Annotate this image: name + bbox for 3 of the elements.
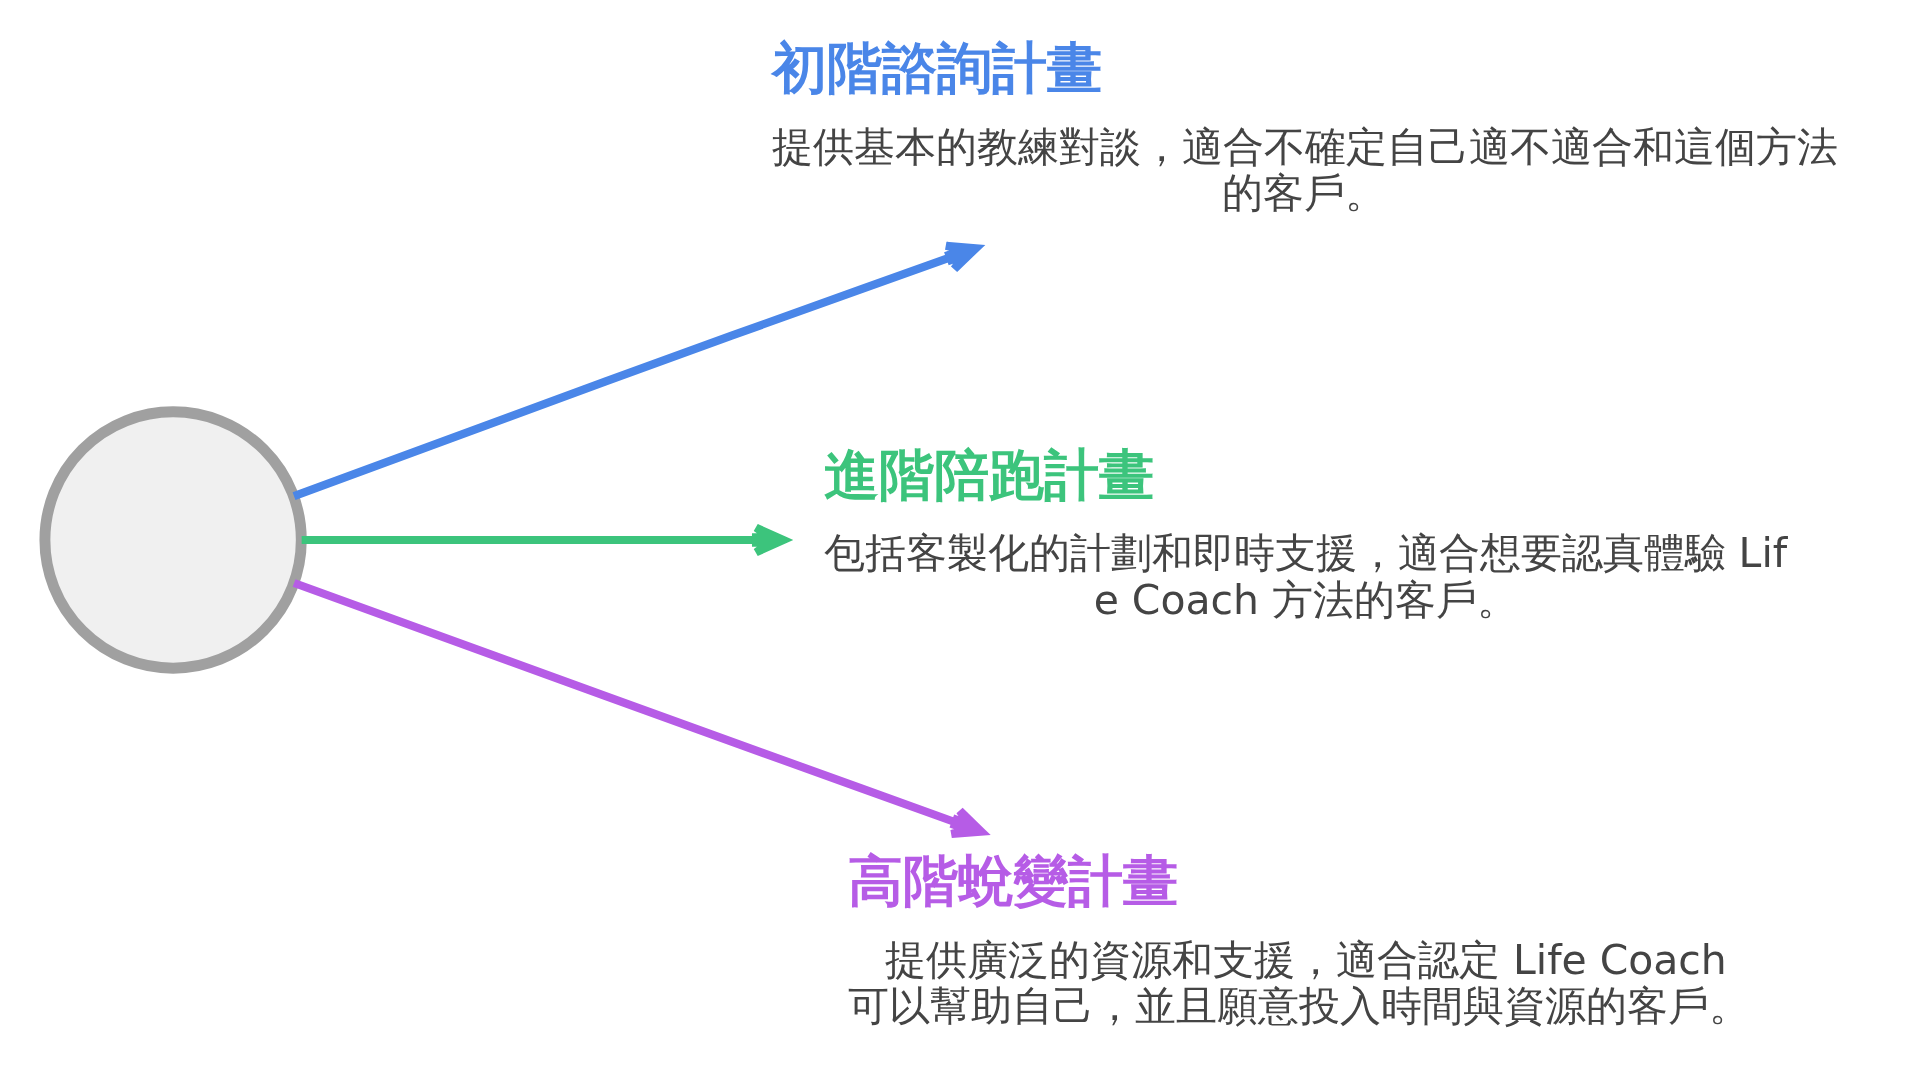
node-text: 進階陪跑計畫 包括客製化的計劃和即時支援，適合想要認真體驗 Life Coach 方法的客戶。 [823,442,1788,624]
node-text: 初階諮詢計畫 提供基本的教練對談，適合不確定自己適不適合和這個方法的客戶。 [771,36,1838,218]
node-text: 高階蛻變計畫 提供廣泛的資源和支援，適合認定 Life Coach 可以幫助自己，並且願意投入時間與資源的客戶。 [848,849,1751,1031]
